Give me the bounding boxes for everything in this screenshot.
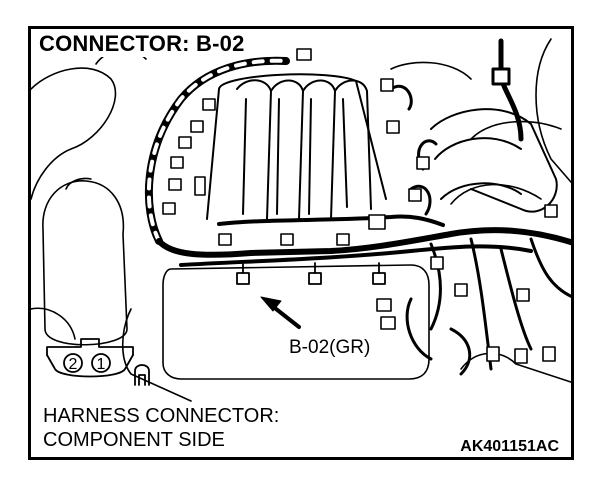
diagram-frame: 2 1 CONNECTOR: B-02 B-02(GR) HARNESS CON… — [28, 26, 574, 460]
diagram-title: CONNECTOR: B-02 — [37, 31, 247, 57]
intake-hose — [430, 108, 558, 213]
pin-number: 1 — [97, 356, 106, 373]
figure-code: AK401151AC — [460, 438, 559, 455]
pointer-arrow — [260, 296, 301, 329]
caption-line-2: COMPONENT SIDE — [43, 429, 225, 451]
connector-blocks — [162, 48, 558, 364]
intake-manifold — [206, 73, 387, 220]
clip-symbol — [134, 364, 150, 386]
harness-trunk — [156, 227, 571, 258]
pin-number: 2 — [69, 356, 78, 373]
connector-symbol — [46, 338, 134, 378]
engine-bay-drawing: 2 1 — [31, 38, 571, 402]
harness-branches — [389, 38, 571, 376]
caption-line-1: HARNESS CONNECTOR: — [43, 405, 280, 427]
b02-connectors — [236, 262, 386, 285]
callout-label: B-02(GR) — [289, 337, 371, 358]
